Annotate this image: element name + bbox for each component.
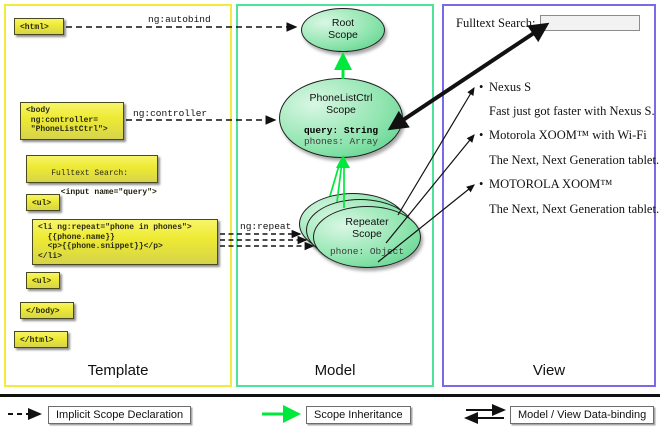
view-item-2-name: • MOTOROLA XOOM™	[479, 177, 613, 192]
view-item-2-snippet: The Next, Next Generation tablet.	[489, 202, 660, 216]
fulltext-search-box-line2: <input name="query">	[51, 187, 157, 197]
column-label-template: Template	[87, 362, 149, 379]
root-scope-title-2: Scope	[328, 29, 358, 41]
column-view: View	[442, 4, 656, 387]
fulltext-search-box: Fulltext Search: <input name="query">	[26, 155, 158, 197]
legend-item-model-view-data-binding: Model / View Data-binding	[510, 406, 655, 424]
phonelistctrl-scope: PhoneListCtrl Scope query: String phones…	[279, 78, 403, 158]
column-label-view: View	[532, 362, 566, 379]
root-scope: Root Scope	[301, 8, 385, 52]
view-item-0-snippet: Fast just got faster with Nexus S.	[489, 104, 655, 118]
phonelistctrl-scope-title-2: Scope	[326, 104, 356, 116]
phonelistctrl-scope-prop-phones: phones: Array	[303, 136, 379, 147]
li-repeat-box: <li ng:repeat="phone in phones"> {{phone…	[32, 219, 218, 265]
body-close-box: </body>	[20, 302, 74, 319]
fulltext-search-box-line1: Fulltext Search:	[51, 168, 129, 178]
view-item-1-name: • Motorola XOOM™ with Wi-Fi	[479, 128, 647, 143]
repeater-scope-prop-phone: phone: Object	[329, 246, 405, 257]
view-item-1-snippet: The Next, Next Generation tablet.	[489, 153, 660, 167]
column-label-model: Model	[314, 362, 356, 379]
view-item-2-name-text: MOTOROLA XOOM™	[489, 177, 613, 191]
legend-item-scope-inheritance: Scope Inheritance	[306, 406, 411, 424]
view-item-0-name: • Nexus S	[479, 80, 531, 95]
legend-icon-double-arrow	[464, 404, 506, 424]
repeater-scope: Repeater Scope phone: Object	[313, 206, 421, 268]
view-search-input[interactable]	[540, 15, 640, 31]
view-item-0-name-text: Nexus S	[489, 80, 532, 94]
html-close-box: </html>	[14, 331, 68, 348]
bullet-dot-icon: •	[479, 177, 484, 191]
view-search-label: Fulltext Search:	[456, 16, 536, 30]
repeater-scope-title-2: Scope	[352, 228, 382, 240]
ul-close-box: <ul>	[26, 272, 60, 289]
root-scope-title-1: Root	[331, 17, 355, 29]
label-ng-controller: ng:controller	[133, 108, 208, 119]
label-ng-autobind: ng:autobind	[148, 14, 211, 25]
repeater-scope-title-1: Repeater	[345, 216, 389, 228]
phonelistctrl-scope-prop-query: query: String	[303, 125, 379, 136]
bullet-dot-icon: •	[479, 128, 484, 142]
body-controller-box: <body ng:controller= "PhoneListCtrl">	[20, 102, 124, 140]
ul-open-box: <ul>	[26, 194, 60, 211]
html-open-box: <html>	[14, 18, 64, 35]
legend-item-implicit-scope-declaration: Implicit Scope Declaration	[48, 406, 192, 424]
legend-divider	[0, 394, 660, 397]
view-item-1-name-text: Motorola XOOM™ with Wi-Fi	[489, 128, 647, 142]
bullet-dot-icon: •	[479, 80, 484, 94]
label-ng-repeat: ng:repeat	[240, 221, 292, 232]
phonelistctrl-scope-title-1: PhoneListCtrl	[309, 92, 373, 104]
